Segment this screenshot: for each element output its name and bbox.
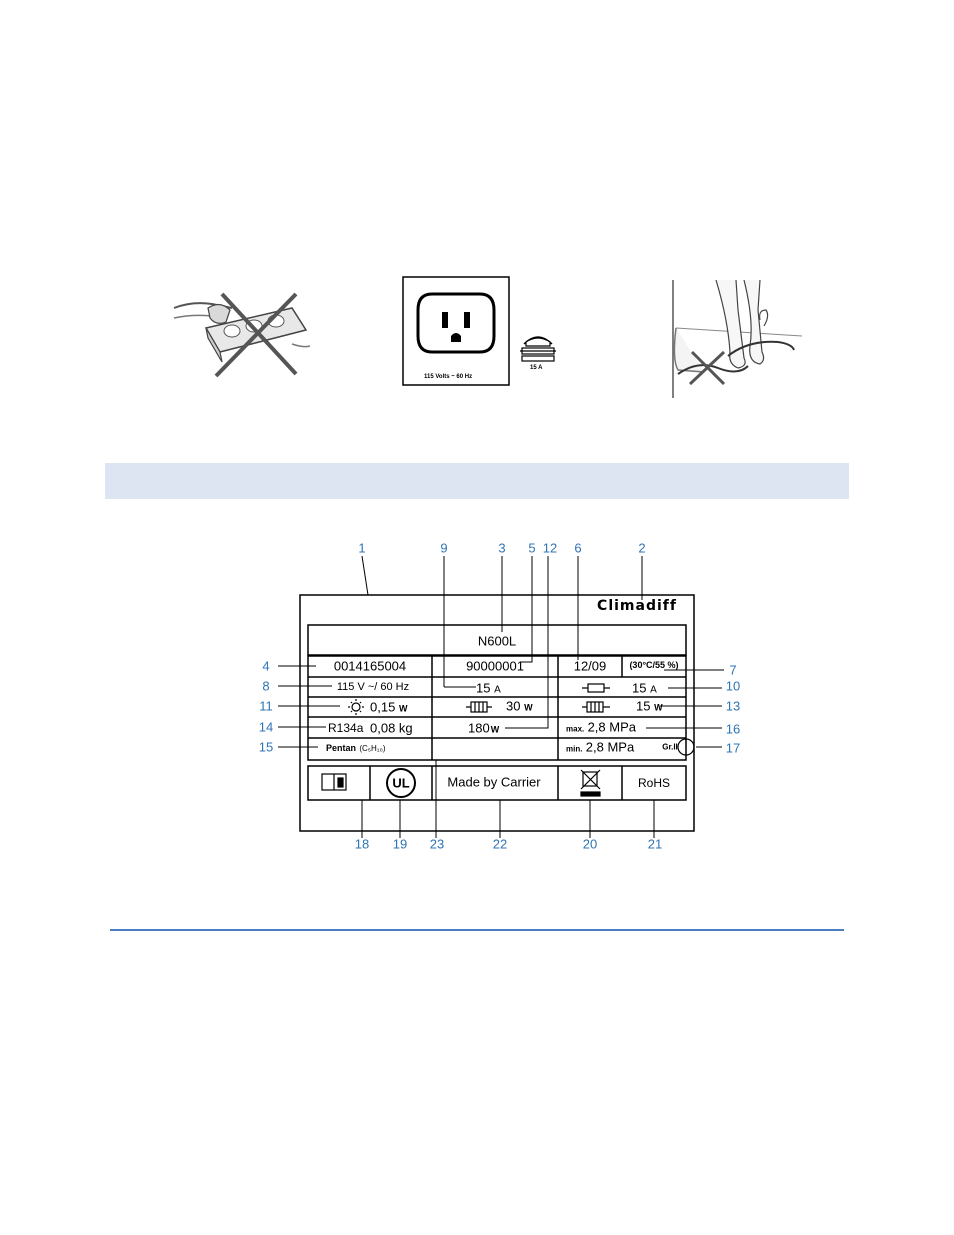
- fuse-unit: A: [650, 685, 657, 696]
- callout-17: 17: [726, 741, 740, 756]
- callout-12: 12: [543, 541, 557, 556]
- callout-3: 3: [498, 541, 505, 556]
- voltage-rating: 115 V ~/ 60 Hz: [337, 681, 409, 693]
- callout-20: 20: [583, 837, 597, 852]
- rohs-mark: RoHS: [638, 776, 670, 790]
- foaming-agent: Pentan (C₅H₁₀): [326, 740, 385, 754]
- model-number: N600L: [478, 634, 516, 649]
- callout-19: 19: [393, 837, 407, 852]
- heater-power-value: 30: [506, 699, 520, 714]
- heater-power-unit: W: [524, 703, 533, 713]
- callout-8: 8: [262, 679, 269, 694]
- manufacturer: Made by Carrier: [447, 775, 540, 790]
- callout-15: 15: [259, 740, 273, 755]
- manufacture-date: 12/09: [574, 659, 607, 674]
- total-power-value: 180: [468, 721, 490, 736]
- ul-mark: UL: [392, 776, 409, 791]
- callout-1: 1: [358, 541, 365, 556]
- callout-23: 23: [430, 837, 444, 852]
- min-pressure-label: min.: [566, 745, 582, 754]
- total-power-unit: W: [491, 725, 500, 735]
- current-unit: A: [494, 685, 501, 696]
- refrigerant-charge: 0,08 kg: [370, 721, 413, 736]
- foaming-agent-name: Pentan: [326, 743, 356, 753]
- lamp-power: 0,15 W: [370, 700, 407, 715]
- min-pressure: min. 2,8 MPa: [566, 740, 634, 755]
- callout-22: 22: [493, 837, 507, 852]
- total-power: 180W: [468, 721, 499, 736]
- callout-21: 21: [648, 837, 662, 852]
- serial-number: 90000001: [466, 659, 524, 674]
- callout-5: 5: [528, 541, 535, 556]
- refrigerant-type: R134a: [328, 721, 363, 735]
- callout-18: 18: [355, 837, 369, 852]
- callout-7: 7: [729, 663, 736, 678]
- max-pressure: max. 2,8 MPa: [566, 720, 636, 735]
- lamp-power-value: 0,15: [370, 700, 395, 715]
- defrost-power-unit: W: [654, 703, 663, 713]
- callout-9: 9: [440, 541, 447, 556]
- max-pressure-value: 2,8 MPa: [588, 720, 636, 735]
- fuse-rating: 15 A: [632, 681, 657, 696]
- callout-11: 11: [259, 699, 273, 714]
- callout-6: 6: [574, 541, 581, 556]
- callout-14: 14: [259, 720, 273, 735]
- callout-13: 13: [726, 699, 740, 714]
- max-pressure-label: max.: [566, 725, 584, 734]
- section-divider: [110, 929, 844, 931]
- current-rating: 15 A: [476, 681, 501, 696]
- defrost-power: 15 W: [636, 699, 663, 714]
- lamp-power-unit: W: [399, 704, 408, 714]
- pressure-group: Gr.II: [662, 743, 678, 752]
- brand-logo: Climadiff: [597, 598, 677, 614]
- current-value: 15: [476, 681, 490, 696]
- callout-10: 10: [726, 679, 740, 694]
- callout-16: 16: [726, 722, 740, 737]
- fuse-value: 15: [632, 681, 646, 696]
- climate-class: (30°C/55 %): [629, 660, 678, 670]
- article-number: 0014165004: [334, 659, 406, 674]
- heater-power: 30 W: [506, 699, 533, 714]
- defrost-power-value: 15: [636, 699, 650, 714]
- foaming-agent-formula: (C₅H₁₀): [359, 744, 385, 753]
- callout-4: 4: [262, 659, 269, 674]
- min-pressure-value: 2,8 MPa: [586, 740, 634, 755]
- callout-2: 2: [638, 541, 645, 556]
